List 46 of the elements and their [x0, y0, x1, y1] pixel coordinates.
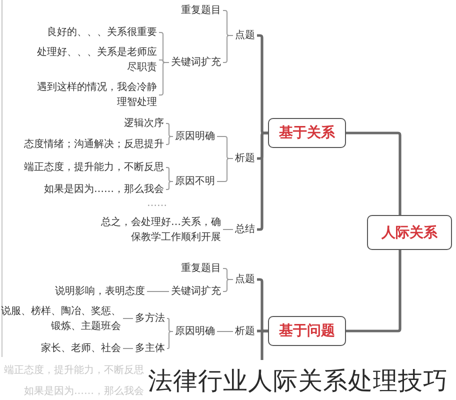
connector-line	[122, 348, 134, 349]
connector-line	[166, 181, 174, 190]
note-text: 遇到这样的情况，我会冷静理智处理	[34, 80, 159, 110]
note-text: 如果是因为……，那么我会	[42, 182, 166, 196]
note-text: 总之，会处理好…关系，确保教学工作顺利开展	[98, 215, 223, 245]
note-text: 态度情绪；沟通解决；反思提升	[22, 136, 166, 152]
connector-line	[216, 331, 234, 332]
note-text: 端正态度，提升能力，不断反思	[22, 160, 166, 174]
root-topic-box: 人际关系	[367, 215, 452, 250]
topic-text: 关键词扩充	[169, 54, 223, 70]
topic-text: 点题	[233, 272, 257, 286]
ellipsis-text: ……	[146, 196, 168, 210]
connector-line	[346, 132, 402, 215]
topic-text: 原因明确	[173, 324, 217, 338]
connector-line	[222, 35, 234, 63]
topic-text: 多主体	[133, 340, 167, 356]
connector-line	[122, 318, 134, 319]
connector-line	[222, 229, 234, 230]
topic-text: 原因明确	[173, 128, 217, 144]
topic-text: 关键词扩充	[169, 284, 223, 298]
note-text: 如果是因为……，那么我会	[23, 384, 145, 398]
topic-text: 析题	[233, 324, 257, 338]
caption-text: 法律行业人际关系处理技巧	[148, 366, 448, 396]
topic-text: 重复题目	[179, 2, 223, 18]
topic-text: 逻辑次序	[122, 116, 166, 130]
note-text: 良好的、、、关系很重要	[45, 24, 159, 40]
connector-line	[158, 62, 170, 96]
topic-text: 总结	[233, 222, 257, 236]
note-text: 家长、老师、社会	[39, 340, 123, 356]
topic-text: 重复题目	[179, 260, 223, 276]
note-text: 说明影响，表明态度	[53, 284, 147, 298]
connector-line	[166, 331, 174, 349]
topic-text: 原因不明	[173, 174, 217, 188]
topic-text: 点题	[233, 28, 257, 42]
branch-topic-box: 基于问题	[268, 316, 346, 346]
note-text: 处理好、、、关系是老师应尽职责	[34, 45, 159, 75]
topic-text: 析题	[233, 150, 257, 166]
note-text: 端正态度，提升能力，不断反思	[3, 364, 145, 378]
note-text: 说服、榜样、陶冶、奖惩、锻炼、主题班会	[0, 304, 123, 334]
connector-line	[166, 136, 174, 145]
connector-line	[222, 279, 234, 292]
connector-line	[346, 250, 402, 332]
connector-line	[260, 330, 268, 360]
connector-line	[146, 291, 170, 292]
branch-topic-box: 基于关系	[268, 118, 346, 148]
topic-text: 多方法	[133, 310, 167, 326]
